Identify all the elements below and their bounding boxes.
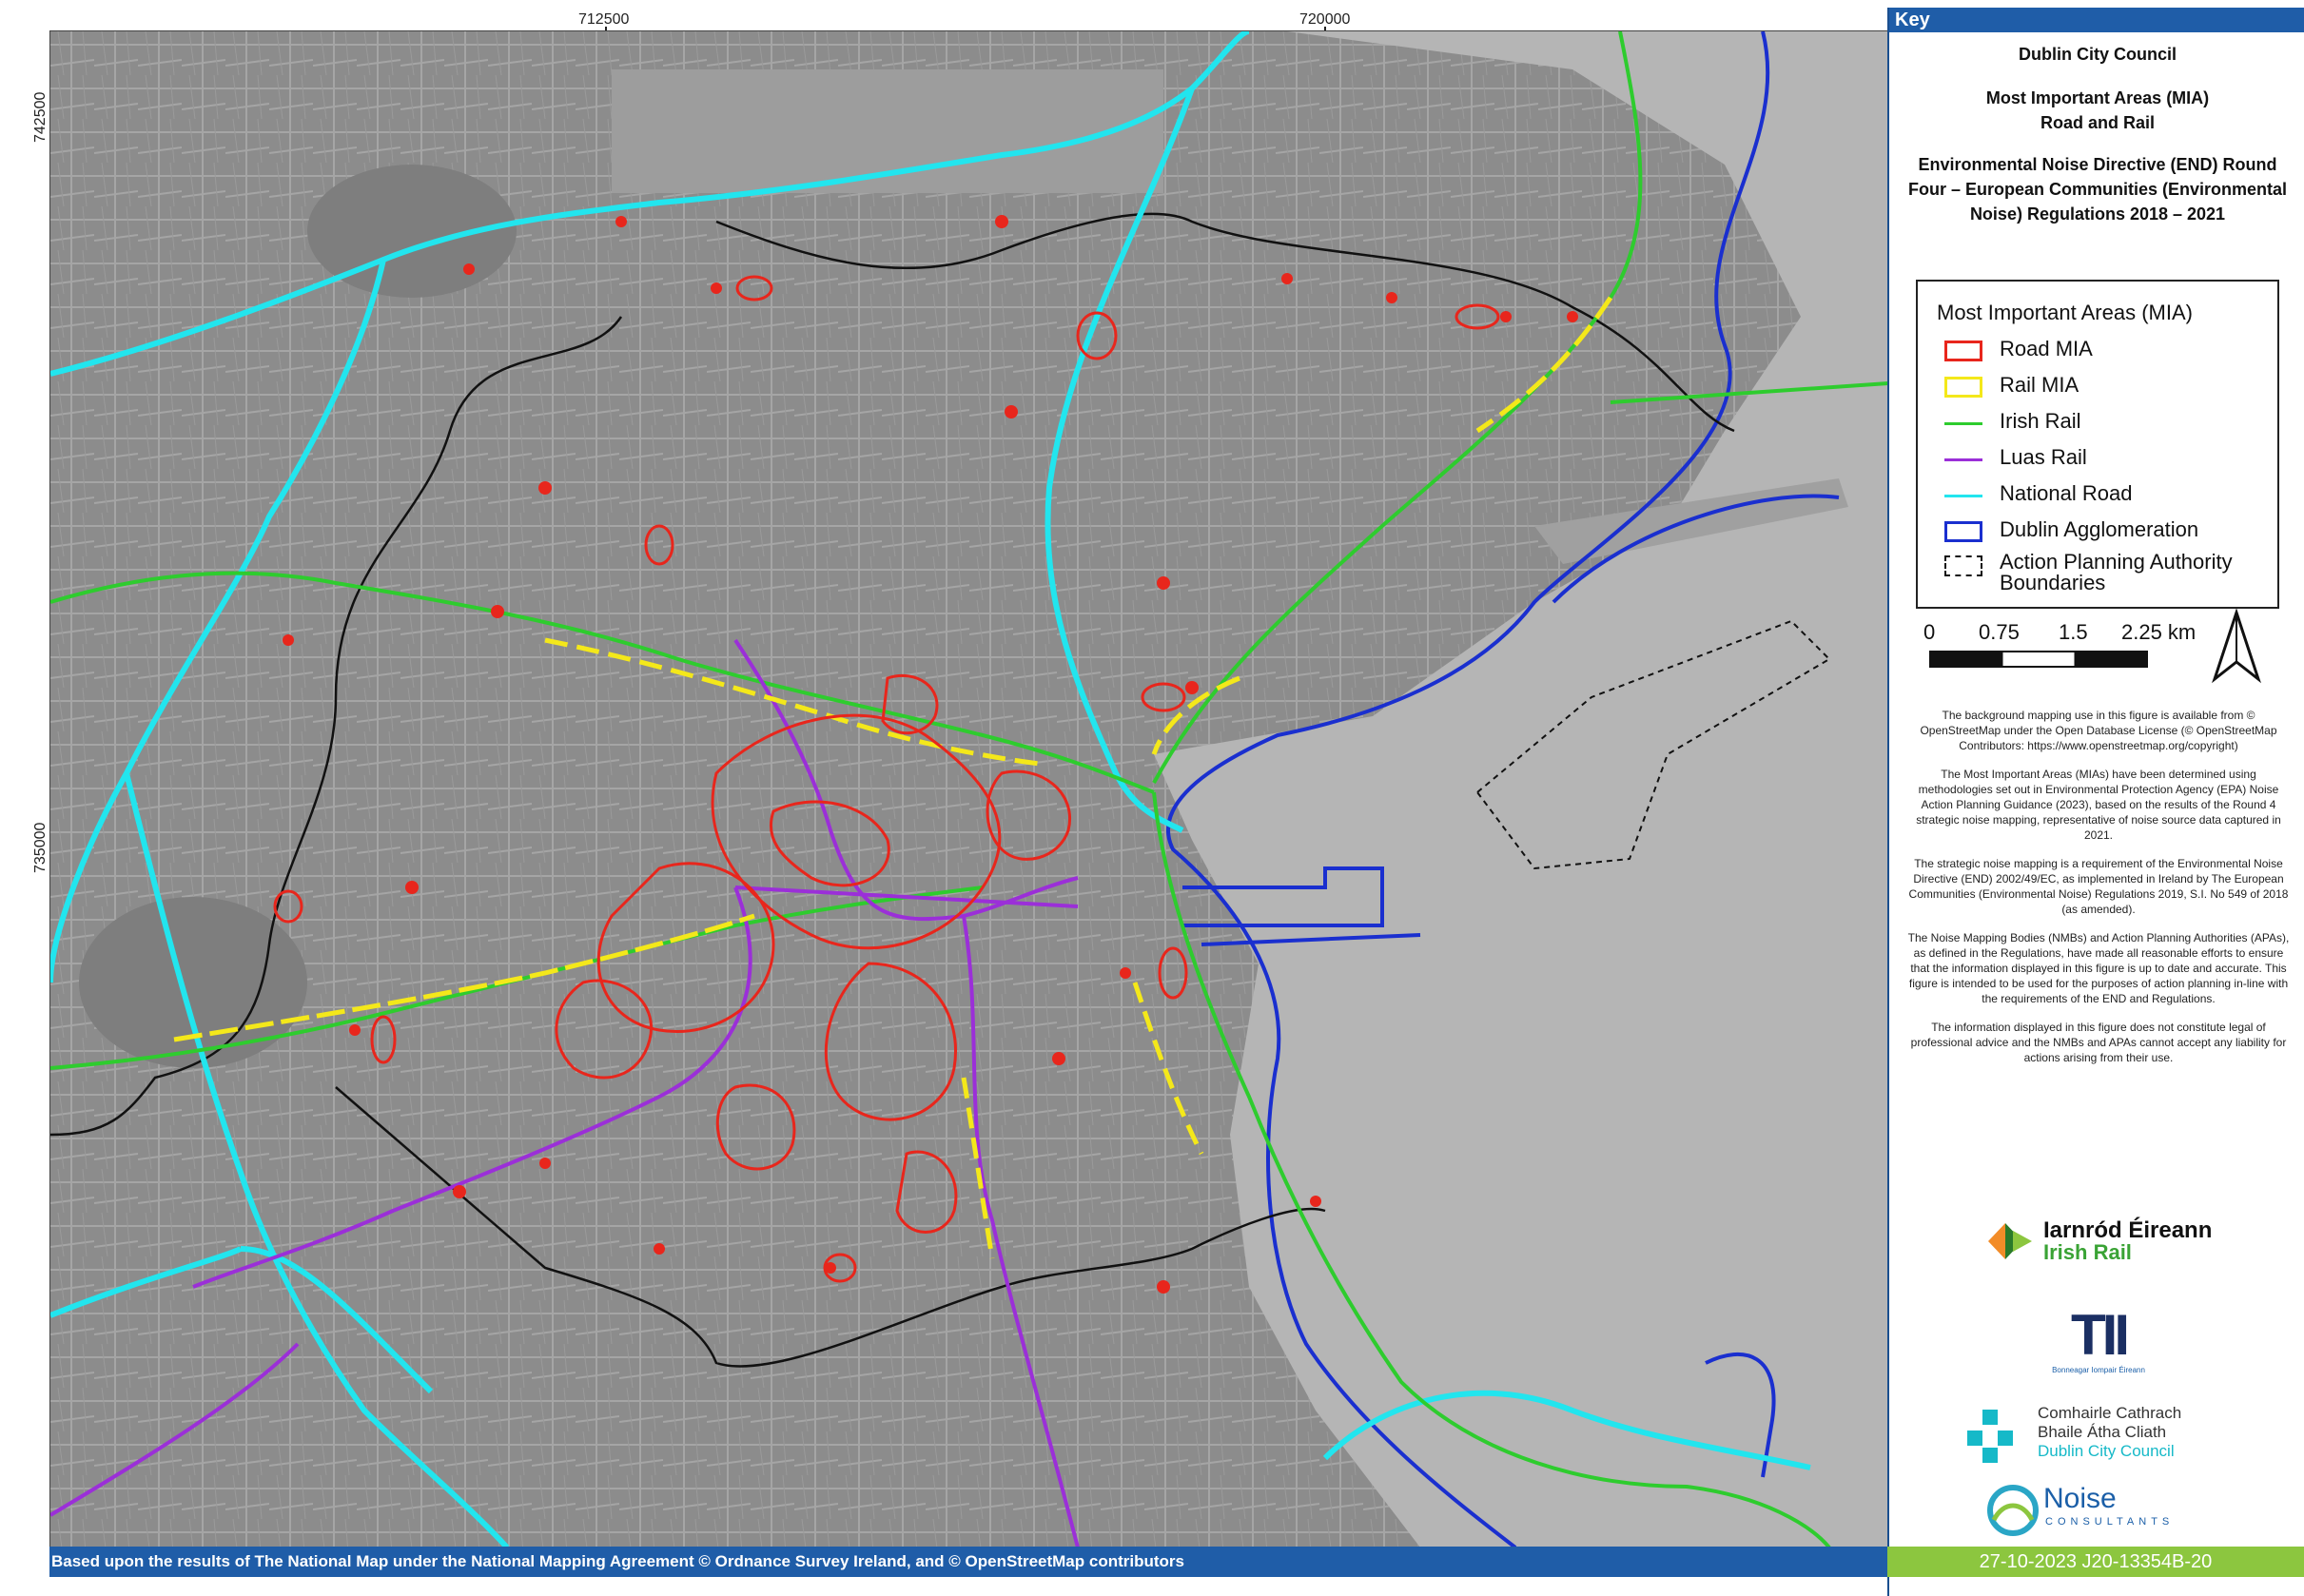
date-reference-footer: 27-10-2023 J20-13354B-20 bbox=[1887, 1547, 2304, 1577]
rail-mia-swatch bbox=[1944, 377, 1982, 398]
luas-red-tallaght bbox=[192, 886, 752, 1289]
road-mia-outliers bbox=[273, 275, 1500, 1283]
note-osm: The background mapping use in this figur… bbox=[1920, 709, 2277, 752]
mia-title-line2: Road and Rail bbox=[2040, 113, 2155, 132]
scale-bar bbox=[1929, 651, 2148, 668]
note-accuracy: The Noise Mapping Bodies (NMBs) and Acti… bbox=[1907, 931, 2290, 1005]
irish-rail-dart-south bbox=[1152, 791, 1831, 1547]
dcc-logo: Comhairle Cathrach Bhaile Átha Cliath Du… bbox=[1965, 1404, 2251, 1470]
national-road-m1 bbox=[1045, 87, 1195, 833]
grid-label-x-2: 720000 bbox=[1299, 11, 1351, 28]
legend-title: Most Important Areas (MIA) bbox=[1937, 301, 2193, 324]
agglomeration-swatch bbox=[1944, 521, 1982, 542]
port-outline bbox=[1182, 866, 1384, 927]
note-directive: The strategic noise mapping is a require… bbox=[1908, 857, 2289, 916]
legend-label: Boundaries bbox=[2000, 571, 2106, 594]
irish-rail-logo: Iarnród Éireann Irish Rail bbox=[1984, 1216, 2232, 1273]
directive-line1: Environmental Noise Directive (END) Roun… bbox=[1918, 155, 2277, 174]
note-disclaimer: The information displayed in this figure… bbox=[1910, 1021, 2287, 1064]
council-name: Dublin City Council bbox=[2019, 45, 2177, 64]
dublin-agglomeration-boundary bbox=[1166, 31, 1770, 1547]
dun-laoghaire-pier bbox=[1705, 1352, 1776, 1478]
rail-mia bbox=[961, 982, 1204, 1259]
road-mia-swatch bbox=[1944, 341, 1982, 361]
port-wall bbox=[1201, 933, 1421, 946]
legend-label: Dublin Agglomeration bbox=[2000, 517, 2199, 541]
irish-rail-name-en: Irish Rail bbox=[2043, 1240, 2132, 1264]
castle-crest-icon bbox=[1967, 1410, 2013, 1463]
directive-line2: Four – European Communities (Environment… bbox=[1907, 180, 2288, 199]
dcc-name-line1: Comhairle Cathrach bbox=[2038, 1404, 2182, 1422]
national-road-n7 bbox=[50, 1246, 434, 1394]
dcc-name-line3: Dublin City Council bbox=[2038, 1442, 2175, 1460]
legend-box: Most Important Areas (MIA) Road MIA Rail… bbox=[1916, 280, 2279, 609]
legend-label: National Road bbox=[2000, 481, 2133, 505]
tii-logo: TII Bonneagar Iompair Éireann bbox=[2041, 1305, 2156, 1391]
authority-boundary bbox=[50, 212, 1735, 1368]
legend-label: Rail MIA bbox=[2000, 373, 2079, 397]
national-road bbox=[50, 31, 1250, 377]
attribution-footer: Based upon the results of The National M… bbox=[49, 1547, 1887, 1577]
consultants-wordmark: CONSULTANTS bbox=[2045, 1516, 2175, 1528]
luas-red-city bbox=[50, 886, 1079, 1517]
irish-rail-name-ga: Iarnród Éireann bbox=[2043, 1217, 2213, 1243]
noise-mark-icon bbox=[1987, 1485, 2039, 1536]
national-road-south bbox=[1322, 1390, 1811, 1470]
notes: The background mapping use in this figur… bbox=[1906, 708, 2291, 1079]
dublin-bay bbox=[1154, 31, 1888, 1547]
national-road-swatch bbox=[1944, 495, 1982, 497]
irish-rail-mark-icon bbox=[1988, 1223, 2032, 1259]
key-header: Key bbox=[1889, 8, 2304, 32]
bull-wall bbox=[1552, 494, 1840, 604]
tii-subtitle: Bonneagar Iompair Éireann bbox=[2052, 1366, 2145, 1374]
grid-label-y-1: 742500 bbox=[32, 91, 49, 143]
directive-line3: Noise) Regulations 2018 – 2021 bbox=[1969, 204, 2226, 224]
luas-green-south bbox=[962, 915, 1080, 1547]
luas-rail-swatch bbox=[1944, 458, 1982, 461]
irish-rail-swatch bbox=[1944, 422, 1982, 425]
scale-tick-1: 0.75 bbox=[1979, 620, 2020, 644]
legend-label: Road MIA bbox=[2000, 337, 2093, 360]
map-canvas[interactable] bbox=[49, 30, 1889, 1548]
park-area bbox=[307, 165, 517, 298]
tii-wordmark: TII bbox=[2071, 1303, 2130, 1367]
irish-rail-dart-north bbox=[1152, 31, 1643, 784]
scale-tick-3: 2.25 km bbox=[2121, 620, 2197, 644]
mia-title-line1: Most Important Areas (MIA) bbox=[1985, 88, 2210, 107]
note-methodology: The Most Important Areas (MIAs) have bee… bbox=[1916, 768, 2281, 842]
scale-tick-2: 1.5 bbox=[2059, 620, 2088, 644]
road-mia-spots bbox=[283, 215, 1578, 1294]
dcc-name-line2: Bhaile Átha Cliath bbox=[2038, 1423, 2167, 1441]
legend-label: Irish Rail bbox=[2000, 409, 2081, 433]
rail-mia bbox=[173, 913, 755, 1042]
road-mia-cluster bbox=[555, 673, 1071, 1234]
grid-label-y-2: 735000 bbox=[32, 822, 49, 873]
legend-label: Luas Rail bbox=[2000, 445, 2087, 469]
rail-mia bbox=[1151, 296, 1613, 755]
noise-consultants-logo: Noise CONSULTANTS bbox=[1984, 1482, 2213, 1543]
noise-wordmark: Noise bbox=[2043, 1483, 2117, 1514]
irish-rail-maynooth bbox=[50, 571, 1155, 794]
north-arrow-icon bbox=[2212, 609, 2261, 684]
scale-tick-0: 0 bbox=[1923, 620, 1936, 644]
key-panel: Key Dublin City Council Most Important A… bbox=[1887, 8, 2304, 1596]
grid-label-x-1: 712500 bbox=[578, 11, 630, 28]
irish-rail-howth bbox=[1610, 381, 1888, 404]
map-svg bbox=[50, 31, 1888, 1547]
legend-label: Action Planning Authority bbox=[2000, 550, 2233, 574]
authority-swatch bbox=[1944, 555, 1982, 576]
